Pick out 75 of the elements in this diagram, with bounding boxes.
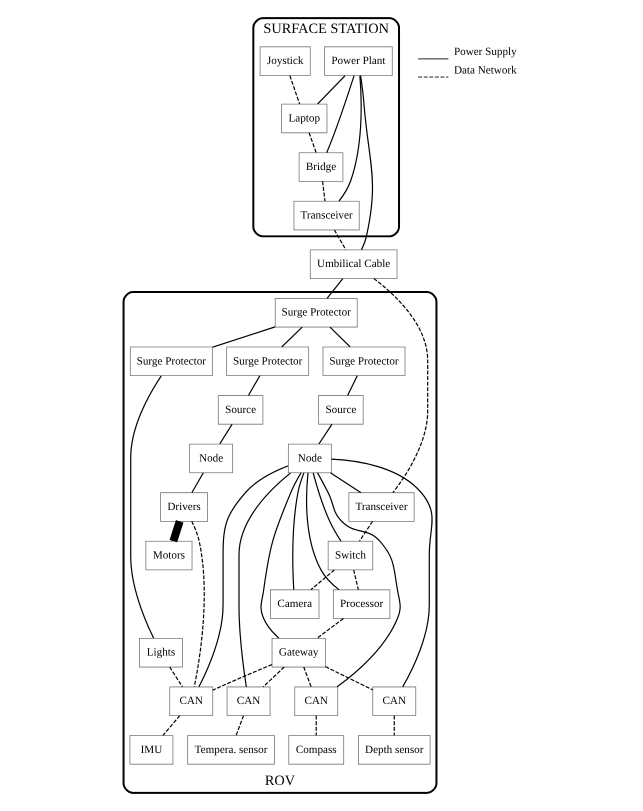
connector bbox=[280, 326, 302, 348]
connector bbox=[169, 520, 183, 542]
legend-label: Power Supply bbox=[453, 46, 516, 58]
connector bbox=[308, 132, 316, 153]
connector bbox=[238, 472, 290, 687]
connector bbox=[333, 230, 346, 250]
node-box: Depth sensor bbox=[358, 735, 430, 765]
connector bbox=[247, 375, 260, 396]
connector bbox=[316, 472, 400, 688]
node-box: Bridge bbox=[298, 152, 343, 182]
node-box: Lights bbox=[138, 638, 182, 668]
connector bbox=[312, 472, 342, 542]
connector bbox=[292, 472, 304, 590]
node-box: Umbilical Cable bbox=[309, 249, 397, 279]
node-box: CAN bbox=[372, 686, 416, 716]
connector bbox=[324, 666, 372, 690]
connector bbox=[130, 376, 162, 638]
connector bbox=[260, 472, 302, 639]
connector bbox=[326, 75, 354, 153]
node-box: Power Plant bbox=[324, 46, 392, 76]
connector bbox=[318, 424, 332, 444]
connector bbox=[330, 458, 432, 688]
connector bbox=[329, 326, 350, 348]
connector bbox=[212, 326, 275, 348]
connector bbox=[393, 716, 394, 736]
connector bbox=[338, 76, 362, 202]
node-box: Surge Protector bbox=[129, 346, 212, 376]
node-box: Processor bbox=[332, 589, 390, 619]
connector bbox=[316, 618, 344, 639]
node-box: Joystick bbox=[259, 46, 310, 76]
node-box: Transceiver bbox=[348, 492, 414, 522]
node-box: Node bbox=[188, 444, 233, 474]
node-box: Surge Protector bbox=[226, 346, 309, 376]
node-box: CAN bbox=[294, 686, 338, 716]
node-box: Node bbox=[287, 444, 332, 474]
connector bbox=[198, 465, 288, 687]
node-box: Transceiver bbox=[293, 200, 360, 230]
node-box: Gateway bbox=[271, 638, 326, 668]
connector bbox=[346, 375, 358, 396]
connector bbox=[360, 76, 373, 250]
connector bbox=[190, 521, 204, 687]
connector bbox=[316, 75, 345, 104]
connector bbox=[162, 715, 180, 736]
connector bbox=[315, 716, 316, 736]
node-box: Camera bbox=[270, 589, 319, 619]
node-box: Switch bbox=[327, 540, 373, 570]
node-box: Motors bbox=[144, 540, 192, 570]
node-box: IMU bbox=[129, 735, 173, 765]
node-box: Source bbox=[318, 395, 364, 425]
connector bbox=[262, 666, 284, 688]
connector bbox=[190, 472, 204, 493]
node-box: Tempera. sensor bbox=[186, 735, 274, 765]
connector bbox=[358, 521, 373, 542]
node-box: Laptop bbox=[280, 104, 327, 134]
connector bbox=[302, 666, 312, 687]
connector bbox=[373, 278, 428, 493]
connector bbox=[322, 181, 326, 202]
node-box: CAN bbox=[168, 686, 213, 716]
connector bbox=[218, 424, 232, 444]
node-box: Compass bbox=[288, 735, 344, 765]
connector bbox=[305, 472, 339, 590]
node-box: Drivers bbox=[160, 492, 208, 522]
connector bbox=[212, 664, 272, 691]
connector bbox=[326, 278, 343, 299]
legend-label: Data Network bbox=[453, 64, 516, 76]
node-box: Source bbox=[217, 395, 263, 425]
connector bbox=[288, 76, 300, 104]
connector bbox=[168, 666, 182, 688]
node-box: Surge Protector bbox=[322, 346, 405, 376]
connector bbox=[310, 570, 334, 590]
node-box: CAN bbox=[226, 686, 270, 716]
connector bbox=[352, 570, 358, 590]
connector bbox=[235, 715, 244, 736]
connector bbox=[330, 472, 361, 494]
node-box: Surge Protector bbox=[274, 298, 358, 328]
